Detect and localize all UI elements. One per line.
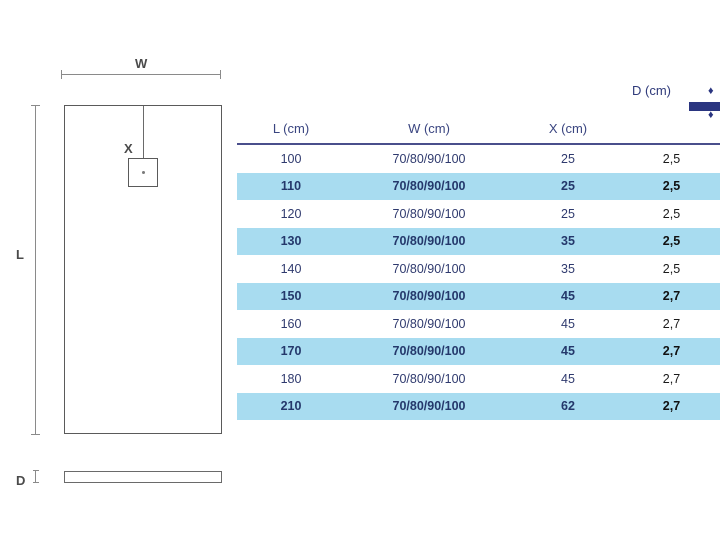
cell-width: 70/80/90/100: [392, 289, 466, 304]
cell-depth: 2,7: [662, 344, 681, 359]
arrow-down-icon: ♦: [708, 85, 714, 97]
cell-drain: 25: [561, 179, 575, 194]
cell-drain: 25: [561, 151, 575, 166]
table-row: 130 70/80/90/100 35 2,5: [237, 227, 720, 255]
cell-width: 70/80/90/100: [392, 316, 466, 331]
table-row: 110 70/80/90/100 25 2,5: [237, 172, 720, 200]
cell-depth: 2,5: [662, 151, 681, 166]
cell-depth: 2,7: [662, 289, 681, 304]
length-label: L: [16, 247, 25, 262]
drain-leader-line: [143, 106, 145, 168]
depth-label: D: [16, 473, 26, 488]
cell-length: 160: [280, 316, 302, 331]
cell-drain: 25: [561, 206, 575, 221]
table-row: 170 70/80/90/100 45 2,7: [237, 337, 720, 365]
cell-depth: 2,7: [662, 316, 681, 331]
column-header-length: L (cm): [272, 121, 310, 136]
cell-length: 180: [280, 371, 302, 386]
cell-drain: 45: [561, 371, 575, 386]
depth-dimension-tick: [32, 470, 39, 483]
shower-tray-side-profile: [64, 471, 222, 483]
width-label: W: [135, 56, 148, 71]
cell-drain: 45: [561, 344, 575, 359]
cell-length: 150: [280, 289, 302, 304]
width-dimension-tick-left: [61, 70, 62, 79]
cell-width: 70/80/90/100: [392, 151, 466, 166]
table-row: 150 70/80/90/100 45 2,7: [237, 282, 720, 310]
cell-length: 120: [280, 206, 302, 221]
cell-depth: 2,7: [662, 399, 681, 414]
cell-length: 130: [280, 234, 302, 249]
cell-depth: 2,5: [662, 234, 681, 249]
technical-drawing: W L X D: [0, 0, 236, 540]
table-row: 140 70/80/90/100 35 2,5: [237, 255, 720, 283]
cell-width: 70/80/90/100: [392, 234, 466, 249]
cell-drain: 62: [561, 399, 575, 414]
cell-length: 170: [280, 344, 302, 359]
cell-width: 70/80/90/100: [392, 344, 466, 359]
cell-depth: 2,5: [662, 179, 681, 194]
table-header: L (cm) W (cm) X (cm): [237, 108, 720, 144]
width-dimension-line: [61, 74, 220, 75]
cell-width: 70/80/90/100: [392, 399, 466, 414]
cell-width: 70/80/90/100: [392, 179, 466, 194]
table-row: 210 70/80/90/100 62 2,7: [237, 392, 720, 420]
length-dimension-tick-top: [31, 105, 40, 106]
depth-legend-label: D (cm): [632, 83, 671, 98]
specification-table-container: D (cm) ♦ ♦ L (cm) W (cm) X (cm) 100 70/80…: [237, 83, 720, 420]
width-dimension-tick-right: [220, 70, 221, 79]
column-header-drain: X (cm): [548, 121, 588, 136]
cell-width: 70/80/90/100: [392, 261, 466, 276]
cell-length: 100: [280, 151, 302, 166]
cell-drain: 35: [561, 261, 575, 276]
depth-legend-bar: [689, 102, 720, 111]
cell-depth: 2,7: [662, 371, 681, 386]
cell-depth: 2,5: [662, 261, 681, 276]
length-dimension-tick-bottom: [31, 434, 40, 435]
cell-width: 70/80/90/100: [392, 371, 466, 386]
table-row: 120 70/80/90/100 25 2,5: [237, 200, 720, 228]
cell-width: 70/80/90/100: [392, 206, 466, 221]
cell-drain: 45: [561, 289, 575, 304]
cell-length: 140: [280, 261, 302, 276]
drain-position-label: X: [124, 141, 134, 156]
dimensions-table: L (cm) W (cm) X (cm) 100 70/80/90/100 25 2,…: [237, 108, 720, 420]
table-row: 100 70/80/90/100 25 2,5: [237, 144, 720, 173]
cell-drain: 35: [561, 234, 575, 249]
cell-length: 210: [280, 399, 302, 414]
depth-legend: D (cm) ♦ ♦: [632, 83, 720, 131]
table-header-row: L (cm) W (cm) X (cm): [237, 108, 720, 144]
column-header-width: W (cm): [408, 121, 450, 136]
cell-length: 110: [280, 179, 302, 194]
drain-center-dot: [142, 171, 145, 174]
table-row: 160 70/80/90/100 45 2,7: [237, 310, 720, 338]
table-body: 100 70/80/90/100 25 2,5 110 70/80/90/100 25 2,5…: [237, 144, 720, 420]
table-row: 180 70/80/90/100 45 2,7: [237, 365, 720, 393]
cell-depth: 2,5: [662, 206, 681, 221]
cell-drain: 45: [561, 316, 575, 331]
length-dimension-line: [35, 105, 36, 434]
arrow-up-icon: ♦: [708, 109, 714, 121]
